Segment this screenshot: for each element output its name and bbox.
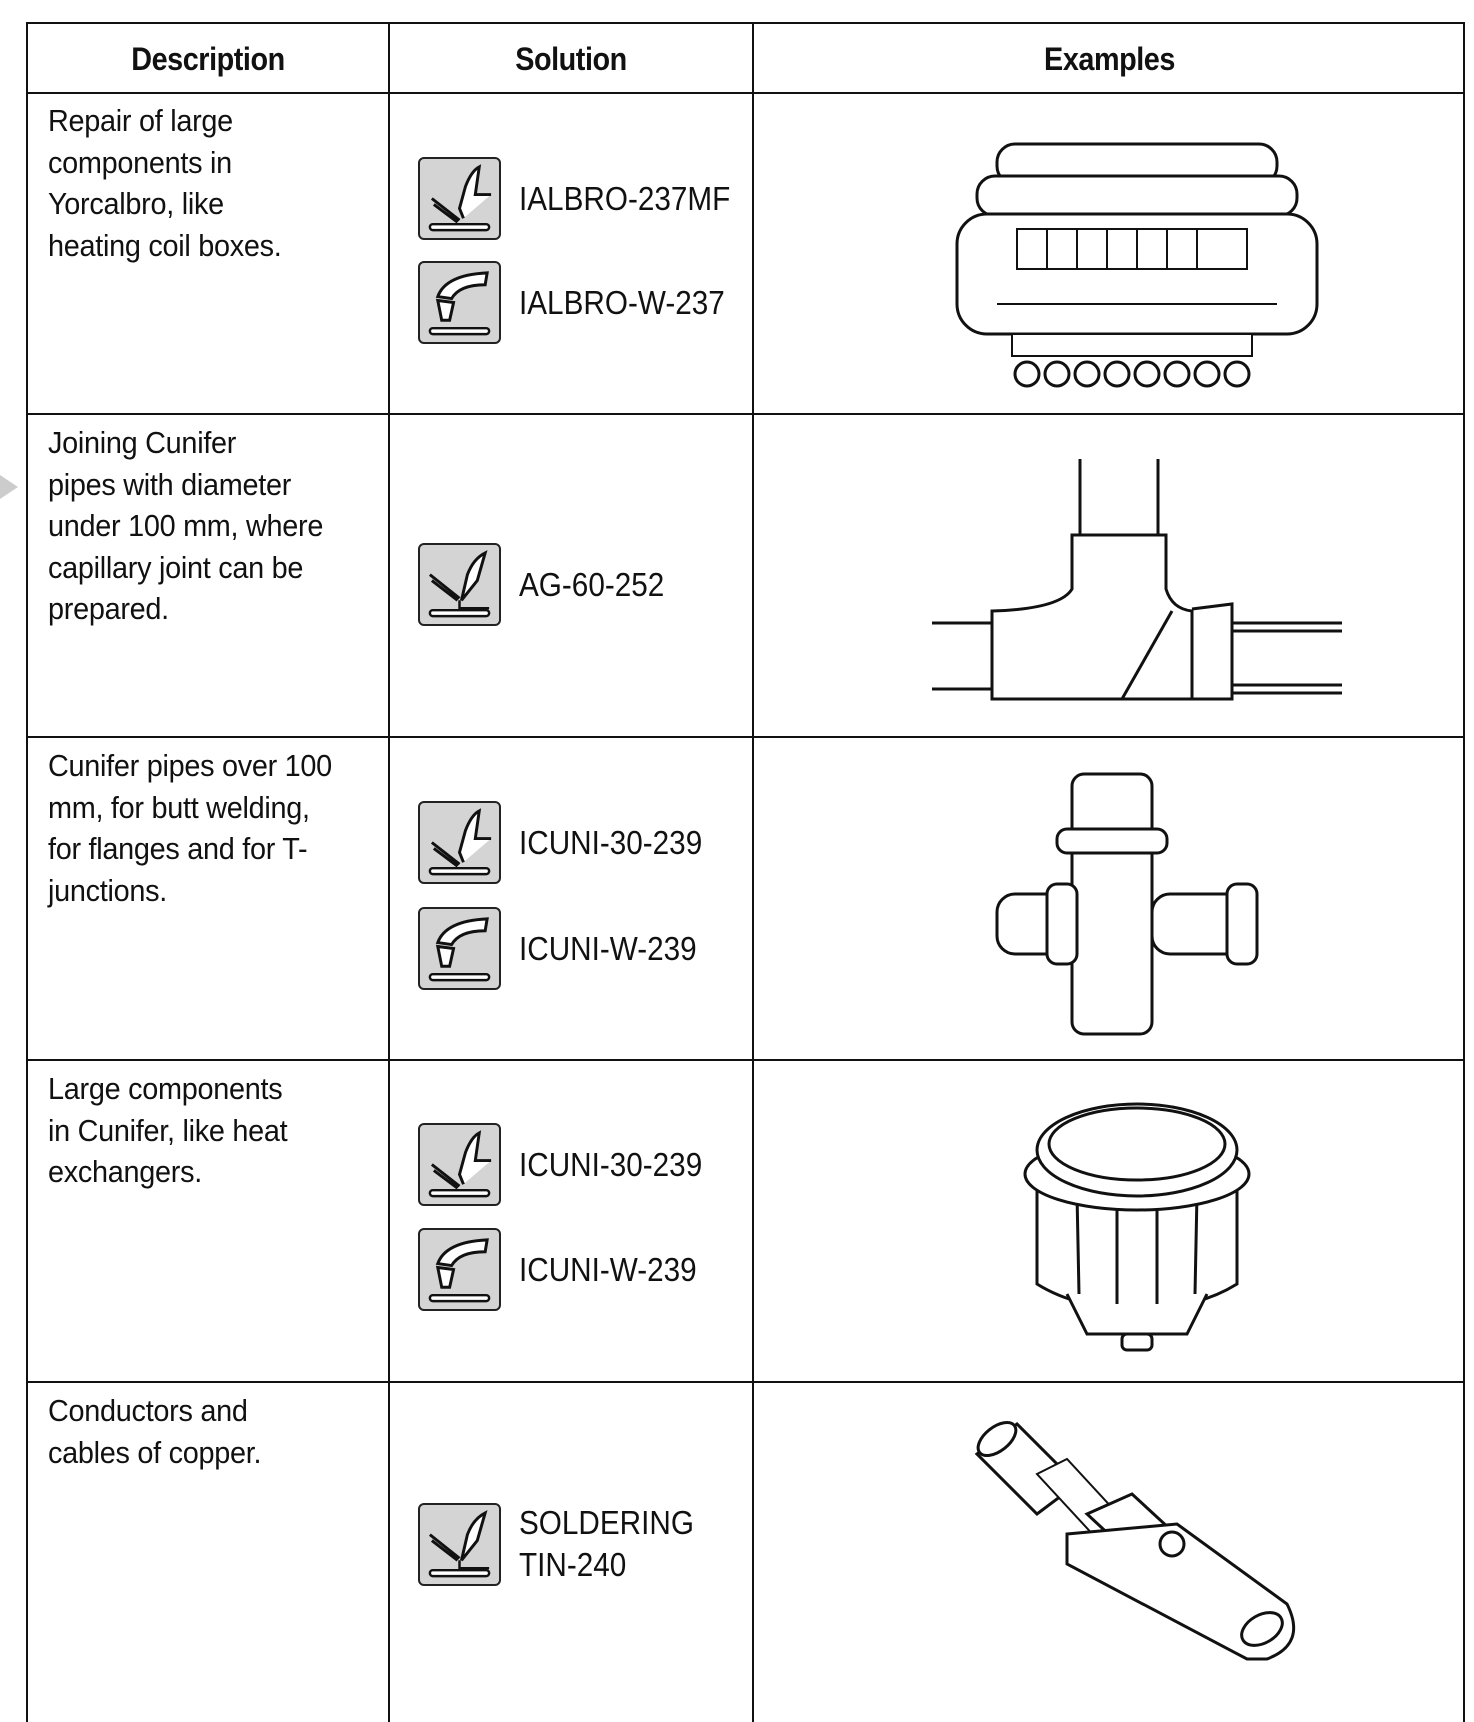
heat-exchanger-illustration — [780, 1084, 1474, 1374]
header-description: Description — [131, 40, 285, 77]
product-name: ICUNI-30-239 — [519, 823, 703, 861]
description-line: junctions. — [48, 872, 168, 908]
solution-item: ICUNI-30-239 — [418, 801, 723, 884]
description-line: Large components — [48, 1071, 283, 1106]
solution-item: AG-60-252 — [418, 543, 680, 626]
heating-coil-box-illustration — [780, 124, 1474, 414]
description-line: Joining Cunifer — [48, 425, 237, 460]
welding-torch-icon — [418, 261, 501, 344]
description-line: in Cunifer, like heat — [48, 1112, 288, 1148]
description-line: cables of copper. — [48, 1434, 262, 1470]
welding-torch-icon — [418, 907, 501, 990]
description-line: heating coil boxes. — [48, 227, 282, 263]
header-examples: Examples — [1044, 40, 1175, 77]
product-name: ICUNI-30-239 — [519, 1145, 703, 1183]
row-divider — [28, 736, 1463, 738]
brazing-torch-icon — [418, 157, 501, 240]
description-line: Conductors and — [48, 1393, 248, 1428]
row-2-description: Joining Cunifer pipes with diameter unde… — [48, 422, 388, 630]
product-name: ICUNI-W-239 — [519, 929, 697, 967]
description-line: capillary joint can be — [48, 549, 304, 585]
description-line: under 100 mm, where — [48, 508, 324, 543]
description-line: mm, for butt welding, — [48, 789, 310, 825]
welding-torch-icon — [418, 1228, 501, 1311]
description-line: components in — [48, 144, 232, 180]
row-divider — [28, 1059, 1463, 1061]
header-solution: Solution — [515, 40, 627, 77]
description-line: pipes with diameter — [48, 466, 292, 502]
flanged-cross-pipe-illustration — [780, 759, 1474, 1049]
brazing-rod-icon — [418, 543, 501, 626]
solution-item: ICUNI-W-239 — [418, 1228, 716, 1311]
brazing-torch-icon — [418, 801, 501, 884]
solution-item: IALBRO-237MF — [418, 157, 754, 240]
row-divider — [28, 413, 1463, 415]
description-line: prepared. — [48, 591, 169, 626]
product-name: AG-60-252 — [519, 565, 665, 603]
description-line: Cunifer pipes over 100 — [48, 748, 332, 783]
brazing-torch-icon — [418, 1123, 501, 1206]
solution-item: IALBRO-W-237 — [418, 261, 748, 344]
solution-item: ICUNI-W-239 — [418, 907, 716, 990]
row-4-description: Large components in Cunifer, like heat e… — [48, 1068, 388, 1193]
column-divider — [752, 24, 754, 1722]
column-divider — [388, 24, 390, 1722]
product-name: IALBRO-237MF — [519, 179, 731, 217]
row-1-description: Repair of large components in Yorcalbro,… — [48, 100, 388, 266]
cable-lug-illustration — [780, 1399, 1474, 1709]
soldering-icon — [418, 1502, 501, 1586]
row-divider — [28, 92, 1463, 94]
welding-solutions-table: Description Solution Examples Repair of … — [26, 22, 1465, 1722]
row-3-description: Cunifer pipes over 100 mm, for butt weld… — [48, 745, 388, 911]
margin-arrow-marker — [0, 475, 18, 499]
description-line: Yorcalbro, like — [48, 186, 224, 221]
product-name-line: SOLDERING — [519, 1504, 694, 1541]
description-line: Repair of large — [48, 103, 233, 138]
row-divider — [28, 1381, 1463, 1383]
row-5-description: Conductors and cables of copper. — [48, 1390, 388, 1473]
description-line: for flanges and for T- — [48, 831, 308, 866]
product-name: SOLDERING TIN-240 — [519, 1502, 694, 1586]
solution-item: SOLDERING TIN-240 — [418, 1502, 713, 1586]
product-name-line: TIN-240 — [519, 1546, 627, 1583]
product-name: ICUNI-W-239 — [519, 1250, 697, 1288]
description-line: exchangers. — [48, 1154, 203, 1189]
product-name: IALBRO-W-237 — [519, 283, 725, 321]
capillary-tee-joint-illustration — [780, 444, 1474, 734]
solution-item: ICUNI-30-239 — [418, 1123, 723, 1206]
